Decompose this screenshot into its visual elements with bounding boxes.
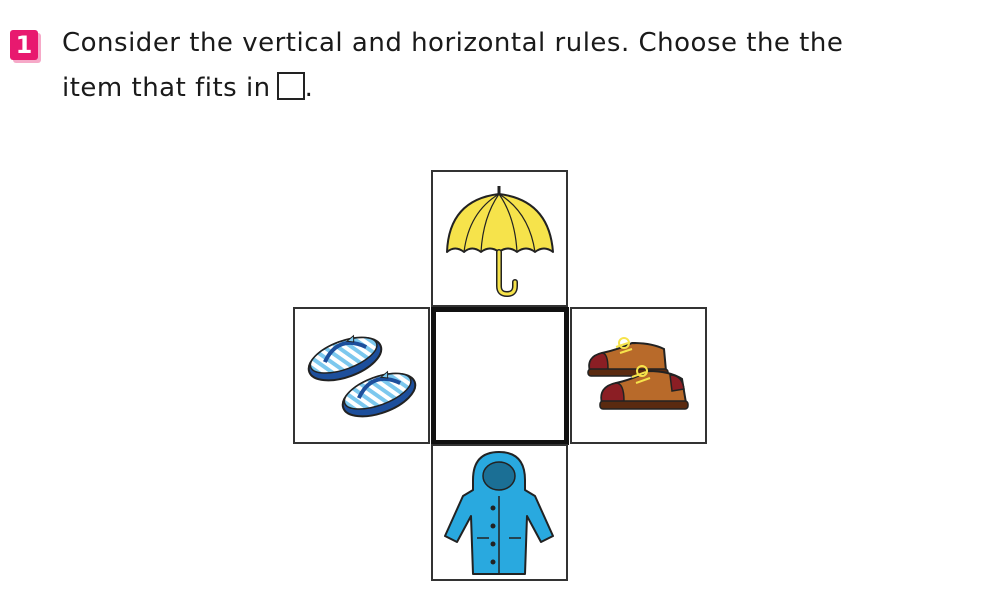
question-text-line2-start: item that fits in xyxy=(62,73,271,103)
grid-cell-right xyxy=(570,307,707,444)
question-text-line1: Consider the vertical and horizontal rul… xyxy=(62,28,844,58)
grid-cell-bottom xyxy=(431,444,568,581)
question-text-line2: item that fits in. xyxy=(62,72,313,103)
umbrella-icon xyxy=(446,186,554,298)
leather-shoes-icon xyxy=(587,337,689,410)
raincoat-icon xyxy=(444,451,554,575)
blank-box-icon xyxy=(276,72,305,100)
grid-cell-center-blank[interactable] xyxy=(431,307,569,445)
question-text-line2-end: . xyxy=(304,73,314,103)
flip-flops-icon xyxy=(307,334,417,418)
grid-cell-top xyxy=(431,170,568,307)
grid-cell-left xyxy=(293,307,430,444)
question-number-badge: 1 xyxy=(10,30,38,60)
question-number: 1 xyxy=(15,31,33,59)
